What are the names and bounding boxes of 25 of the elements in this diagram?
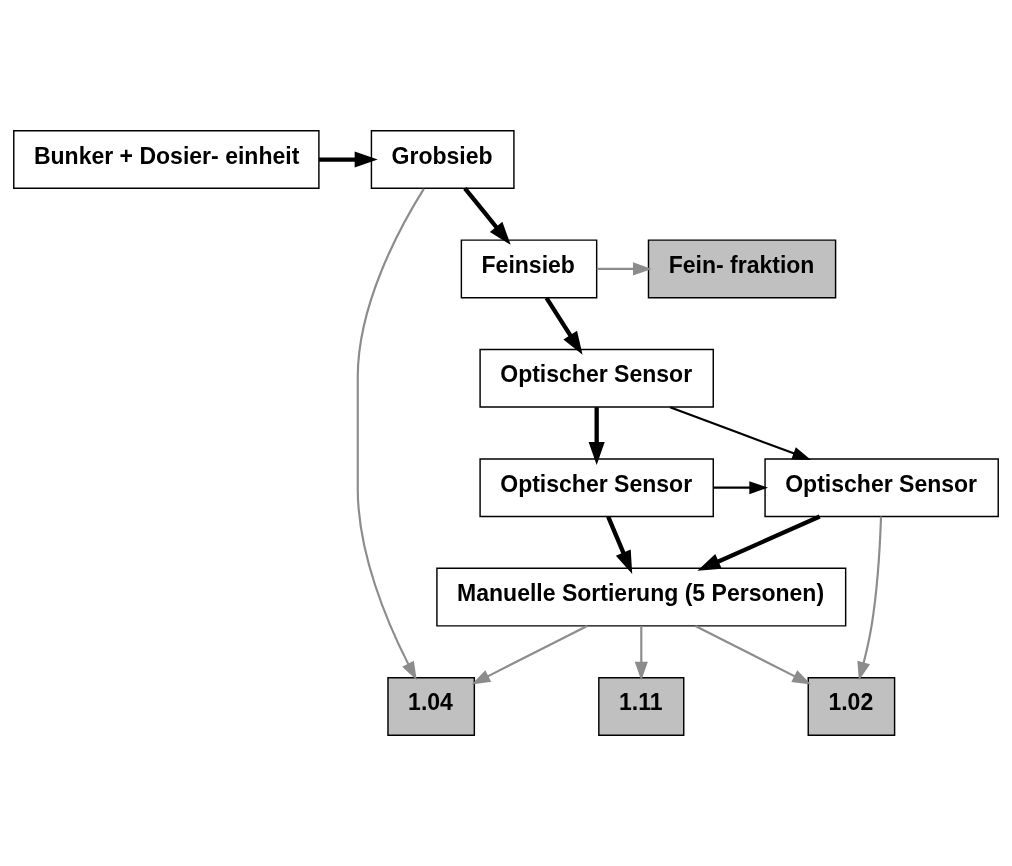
node-box: Fein- fraktion [647, 239, 837, 299]
arrow [694, 625, 811, 685]
arrow [463, 187, 511, 245]
arrow [544, 296, 583, 355]
node-box: Bunker + Dosier- einheit [13, 130, 320, 190]
arrow [319, 151, 378, 168]
arrow [606, 515, 633, 574]
node-box: Grobsieb [370, 130, 515, 190]
node-box: Optischer Sensor [479, 348, 714, 408]
arrow [713, 481, 769, 495]
node-box: 1.11 [598, 676, 685, 736]
arrow [634, 625, 648, 681]
node-box: Manuelle Sortierung (5 Personen) [436, 567, 847, 627]
node-box: Feinsieb [460, 239, 598, 299]
arrow [356, 188, 425, 681]
arrow [697, 514, 821, 571]
arrow [857, 516, 883, 681]
node-box: 1.04 [387, 676, 476, 736]
arrow [669, 406, 812, 460]
arrow [471, 625, 588, 685]
node-box: Optischer Sensor [764, 458, 999, 518]
node-box: 1.02 [807, 676, 896, 736]
arrow [596, 262, 652, 276]
node-box: Optischer Sensor [479, 458, 714, 518]
arrow [588, 407, 605, 466]
